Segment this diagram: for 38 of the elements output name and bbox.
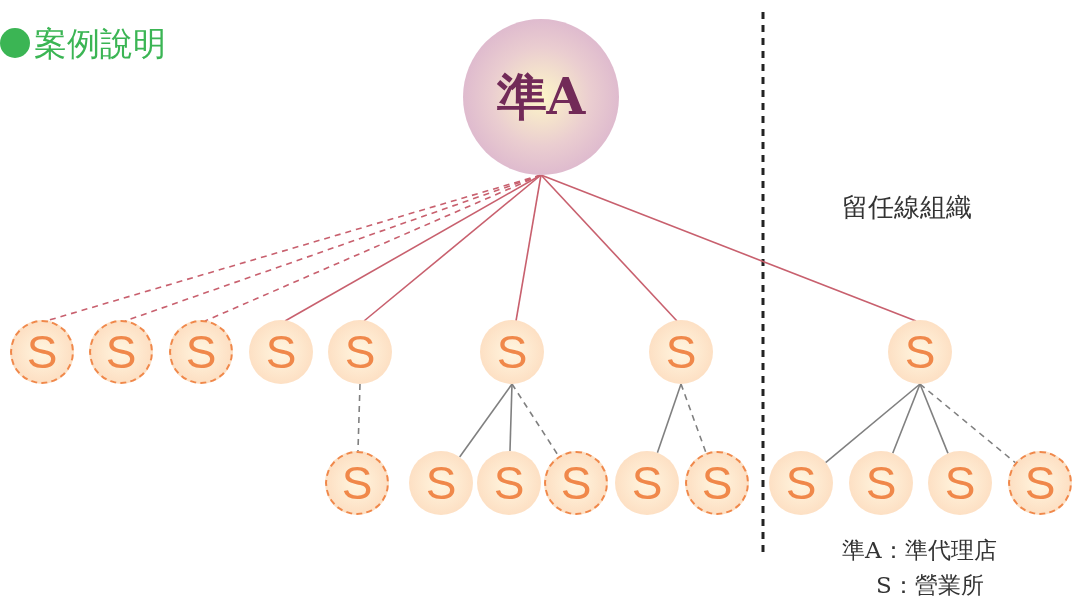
- connector-line: [511, 383, 560, 457]
- node-letter: S: [26, 325, 58, 379]
- node-letter: S: [944, 456, 976, 510]
- node-letter: S: [425, 456, 457, 510]
- connector-line: [680, 383, 707, 454]
- node-letter: S: [1024, 456, 1056, 510]
- node-letter: S: [904, 325, 936, 379]
- connector-line: [824, 383, 921, 464]
- node-letter: S: [631, 456, 663, 510]
- connector-line: [357, 383, 361, 452]
- section-heading: 案例說明: [34, 23, 166, 65]
- node-letter: S: [785, 456, 817, 510]
- connector-line: [919, 383, 1017, 464]
- connector-line: [891, 383, 921, 455]
- node-letter: S: [496, 325, 528, 379]
- node-letter: S: [560, 456, 592, 510]
- connector-line: [656, 383, 682, 454]
- node-letter: S: [344, 325, 376, 379]
- node-letter: S: [865, 456, 897, 510]
- node-letter: S: [493, 456, 525, 510]
- node-letter: S: [105, 325, 137, 379]
- connector-line: [515, 174, 542, 322]
- legend-note: S：營業所: [876, 571, 984, 600]
- legend-note: 準A：準代理店: [842, 536, 997, 565]
- node-letter: S: [185, 325, 217, 379]
- connector-line: [919, 383, 949, 455]
- connector-line: [540, 174, 678, 322]
- connector-line: [284, 174, 542, 322]
- node-title: 準A: [496, 65, 586, 128]
- group-label: 留任線組織: [842, 191, 972, 224]
- connector-line: [540, 174, 917, 322]
- connector-line: [509, 383, 513, 452]
- node-letter: S: [701, 456, 733, 510]
- node-letter: S: [665, 325, 697, 379]
- connector-line: [458, 383, 513, 458]
- node-letter: S: [265, 325, 297, 379]
- node-letter: S: [341, 456, 373, 510]
- connector-line: [363, 174, 542, 322]
